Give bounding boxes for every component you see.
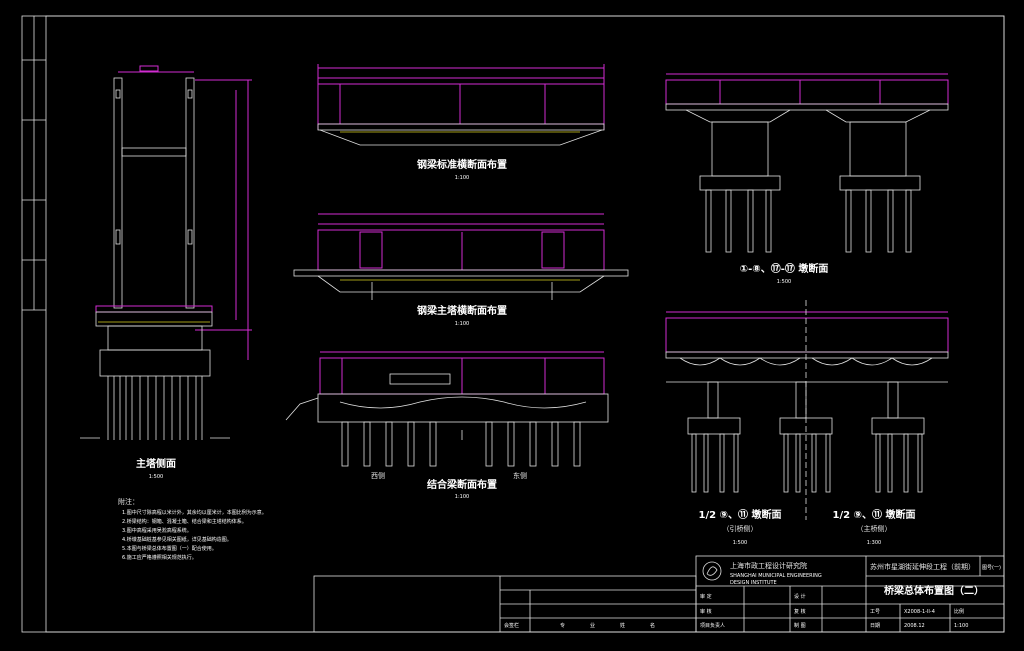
date-value: 2008.12 bbox=[904, 623, 925, 629]
note-line: 5.本图与桥梁总体布置图（一）配合使用。 bbox=[122, 545, 217, 552]
pier2-caption-b: （引桥侧） bbox=[723, 524, 758, 533]
title-block bbox=[313, 555, 1005, 633]
notes-heading: 附注： bbox=[118, 497, 139, 506]
row3-b: 制 图 bbox=[794, 622, 806, 629]
bottom-a: 专 bbox=[560, 622, 565, 629]
bottom-d: 名 bbox=[650, 622, 655, 629]
pier1-scale: 1:500 bbox=[777, 279, 791, 285]
note-line: 4.桥墩基础桩基参见相关图纸，详见基础构造图。 bbox=[122, 536, 232, 543]
code-value: X2008-1-II-4 bbox=[904, 609, 935, 615]
pier-section-1 bbox=[665, 73, 949, 253]
binding-strip bbox=[22, 16, 46, 311]
girder-mid-scale: 1:100 bbox=[455, 321, 469, 327]
institute-name-en2: DESIGN INSTITUTE bbox=[730, 580, 777, 586]
institute-name-cn: 上海市政工程设计研究院 bbox=[730, 561, 807, 570]
tower-scale: 1:500 bbox=[149, 474, 163, 480]
pier3-caption-b: （主桥侧） bbox=[857, 524, 892, 533]
pier3-caption-a: 1/2 ⑨、⑪ 墩断面 bbox=[833, 508, 916, 521]
east-label: 东侧 bbox=[513, 471, 527, 480]
row2-a: 审 核 bbox=[700, 608, 712, 615]
institute-name-en1: SHANGHAI MUNICIPAL ENGINEERING bbox=[730, 573, 822, 579]
girder-top-caption: 钢梁标准横断面布置 bbox=[417, 158, 507, 171]
pier2-caption-a: 1/2 ⑨、⑪ 墩断面 bbox=[699, 508, 782, 521]
sheet-code: 图号(一) bbox=[982, 565, 1001, 571]
pier3-scale: 1:300 bbox=[867, 540, 881, 546]
girder-tower-section bbox=[293, 213, 629, 300]
pier2-scale: 1:500 bbox=[733, 540, 747, 546]
notes-block: 附注： 1.图中尺寸除高程以米计外，其余均以厘米计，本图比例为示意。 2.桥梁结… bbox=[118, 497, 267, 561]
pier1-caption: ①-⑧、⑰-⑰ 墩断面 bbox=[740, 262, 829, 275]
scale-value: 1:100 bbox=[954, 623, 968, 629]
project-name: 苏州市星湖街延伸段工程（前期） bbox=[870, 562, 975, 571]
bottom-c: 姓 bbox=[620, 622, 625, 629]
note-line: 2.桥梁结构：钢箱、混凝土箱、结合梁和主塔结构体系。 bbox=[122, 518, 247, 525]
combined-scale: 1:100 bbox=[455, 494, 469, 500]
code-label: 工号 bbox=[870, 609, 880, 615]
girder-standard-section bbox=[317, 64, 605, 146]
tower-side-view bbox=[80, 65, 252, 440]
row2-b: 复 核 bbox=[794, 608, 806, 615]
sign-label: 会签栏 bbox=[504, 622, 519, 629]
note-line: 3.图中高程采用吴淞高程系统。 bbox=[122, 527, 192, 534]
row1-b: 设 计 bbox=[794, 593, 806, 600]
tower-caption: 主塔侧面 bbox=[136, 457, 176, 470]
scale-label: 比例 bbox=[954, 608, 964, 615]
institute-logo bbox=[702, 561, 722, 581]
bottom-b: 业 bbox=[590, 622, 595, 629]
girder-top-scale: 1:100 bbox=[455, 175, 469, 181]
west-label: 西侧 bbox=[371, 471, 385, 480]
row1-a: 审 定 bbox=[700, 593, 712, 600]
drawing-title: 桥梁总体布置图（二） bbox=[884, 584, 984, 597]
date-label: 日期 bbox=[870, 623, 880, 629]
combined-section bbox=[285, 351, 609, 467]
row3-a: 项目负责人 bbox=[700, 622, 725, 629]
pier-section-2 bbox=[665, 300, 949, 520]
girder-mid-caption: 钢梁主塔横断面布置 bbox=[417, 304, 507, 317]
combined-caption: 结合梁断面布置 bbox=[427, 478, 497, 491]
note-line: 6.施工应严格遵照相关规范执行。 bbox=[122, 554, 197, 561]
note-line: 1.图中尺寸除高程以米计外，其余均以厘米计，本图比例为示意。 bbox=[122, 509, 267, 516]
